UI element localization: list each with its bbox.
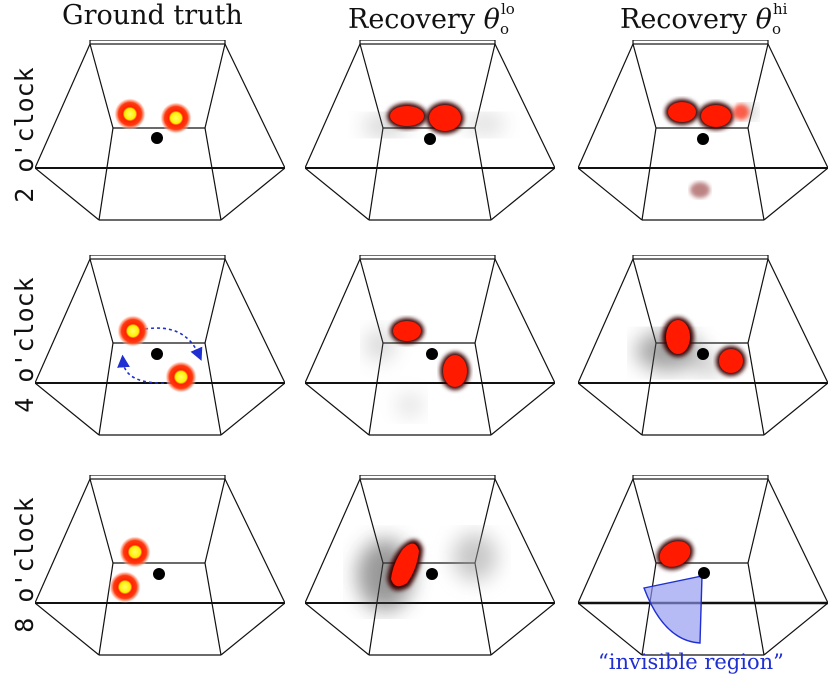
panel-2oclock-ground-truth (35, 40, 285, 221)
panel-2oclock-recovery-lo (305, 40, 555, 221)
panel-4oclock-recovery-lo (305, 255, 555, 436)
room-wireframe (35, 255, 285, 436)
panel-8oclock-recovery-lo (305, 475, 555, 656)
observer-dot (424, 133, 436, 145)
rotation-arrows (117, 327, 203, 384)
invisible-region (643, 575, 703, 644)
recovered-sources (387, 102, 464, 134)
gt-source-2 (165, 361, 197, 393)
observer-dot (426, 348, 438, 360)
gt-source-1 (119, 536, 151, 568)
observer-dot (426, 568, 438, 580)
room-wireframe (305, 475, 555, 656)
room-wireframe (578, 255, 828, 436)
theta-subscript: o (771, 20, 781, 38)
column-title-ground-truth: Ground truth (62, 0, 243, 40)
recovered-haze (366, 329, 422, 415)
column-title-text: Ground truth (62, 0, 243, 31)
panel-2oclock-recovery-hi (578, 40, 828, 221)
observer-dot (153, 568, 165, 580)
observer-dot (697, 348, 709, 360)
theta-subscript: o (499, 20, 509, 38)
theta-superscript: lo (500, 0, 515, 18)
recovered-sources (387, 539, 423, 591)
panel-4oclock-ground-truth (35, 255, 285, 436)
panel-8oclock-recovery-hi (578, 475, 828, 656)
recovered-sources (662, 317, 746, 376)
room-wireframe (305, 255, 555, 436)
observer-dot (698, 567, 710, 579)
column-title-recovery-lo: Recovery θo lo (348, 0, 515, 40)
theta-symbol: θ (755, 4, 772, 35)
room-wireframe (578, 40, 828, 221)
room-wireframe (35, 40, 285, 221)
theta-symbol: θ (483, 4, 500, 35)
room-wireframe (578, 475, 828, 656)
recovered-sources (665, 99, 749, 198)
panel-4oclock-recovery-hi (578, 255, 828, 436)
gt-source-2 (109, 571, 141, 603)
column-title-text: Recovery (348, 4, 484, 35)
panel-8oclock-ground-truth (35, 475, 285, 656)
column-title-text: Recovery (620, 4, 756, 35)
gt-source-1 (117, 315, 149, 347)
observer-dot (697, 133, 709, 145)
gt-source-1 (114, 98, 146, 130)
recovered-sources (390, 318, 470, 390)
invisible-region-caption: “invisible region” (598, 650, 784, 674)
observer-dot (151, 132, 163, 144)
observer-dot (151, 348, 163, 360)
gt-source-2 (160, 102, 192, 134)
recovered-sources (656, 538, 694, 570)
room-wireframe (305, 40, 555, 221)
room-wireframe (35, 475, 285, 656)
column-title-recovery-hi: Recovery θo hi (620, 0, 787, 40)
theta-superscript: hi (772, 0, 788, 18)
